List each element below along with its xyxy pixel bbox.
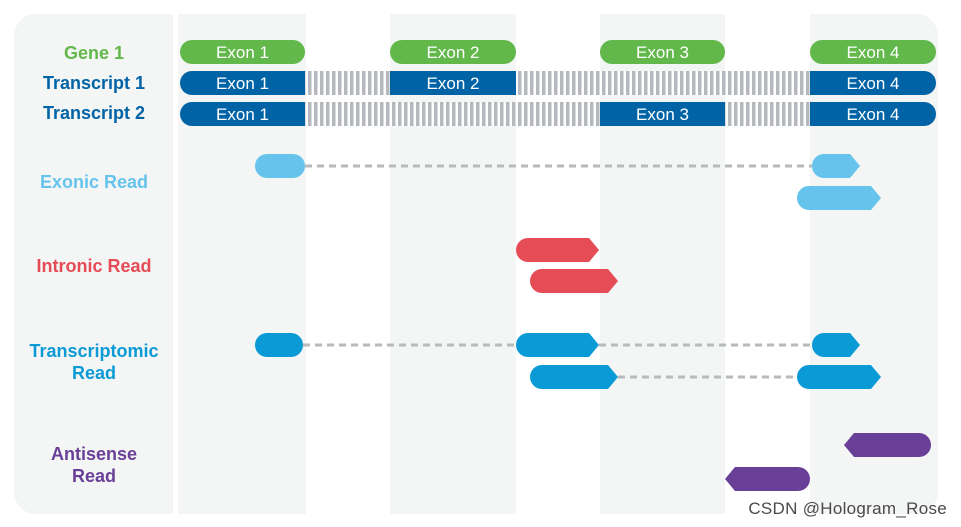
transcriptomic-read-1-part-1 bbox=[255, 333, 303, 357]
gene-exon-2 bbox=[390, 40, 516, 64]
intronic-read-1 bbox=[516, 238, 599, 262]
exonic-read-1-start bbox=[255, 154, 305, 178]
intronic-read-2 bbox=[530, 269, 618, 293]
transcript-1-exon-2 bbox=[390, 71, 516, 95]
transcript-2-exon-4 bbox=[810, 102, 936, 126]
transcript-2-exon-3 bbox=[600, 102, 725, 126]
label-transcript-1: Transcript 1 bbox=[42, 73, 146, 93]
transcript-1-exon-1 bbox=[180, 71, 305, 95]
diagram-panel: Exon 1 Exon 2 Exon 3 Exon 4 Exon 1 Exon 2 Exon… bbox=[14, 14, 938, 514]
antisense-read-2 bbox=[725, 467, 810, 491]
diagram-canvas: Exon 1 Exon 2 Exon 3 Exon 4 Exon 1 Exon 2 Exon… bbox=[173, 14, 936, 514]
intron-lane-2 bbox=[516, 14, 600, 514]
label-transcriptomic-read: Transcriptomic Read bbox=[29, 341, 159, 383]
transcriptomic-read-1-part-2 bbox=[516, 333, 599, 357]
transcript-1-exon-4 bbox=[810, 71, 936, 95]
transcript-2-exon-label-3: Exon 3 bbox=[636, 105, 689, 124]
transcript-2-bar bbox=[180, 102, 936, 126]
transcriptomic-read-2-part-2 bbox=[797, 365, 881, 389]
lane-separator bbox=[173, 14, 178, 514]
intron-lane-1 bbox=[306, 14, 390, 514]
transcript-1-exon-label-1: Exon 1 bbox=[216, 74, 269, 93]
transcript-1-exon-label-2: Exon 2 bbox=[427, 74, 480, 93]
label-exonic-read: Exonic Read bbox=[39, 172, 149, 192]
label-antisense-read: Antisense Read bbox=[50, 444, 138, 486]
gene-exon-4 bbox=[810, 40, 936, 64]
label-transcript-2: Transcript 2 bbox=[42, 103, 146, 123]
transcript-2-exon-label-4: Exon 4 bbox=[847, 105, 900, 124]
gene-exon-label-1: Exon 1 bbox=[216, 43, 269, 62]
label-intronic-read: Intronic Read bbox=[36, 256, 152, 276]
transcript-2-exon-1 bbox=[180, 102, 305, 126]
transcript-2-exon-label-1: Exon 1 bbox=[216, 105, 269, 124]
watermark: CSDN @Hologram_Rose bbox=[748, 499, 947, 518]
gene-exon-label-3: Exon 3 bbox=[636, 43, 689, 62]
gene-exon-3 bbox=[600, 40, 725, 64]
gene-exon-1 bbox=[180, 40, 305, 64]
transcriptomic-read-2-part-1 bbox=[530, 365, 618, 389]
transcript-1-exon-label-4: Exon 4 bbox=[847, 74, 900, 93]
intron-lane-3 bbox=[725, 14, 810, 514]
gene-exon-label-4: Exon 4 bbox=[847, 43, 900, 62]
gene-exon-label-2: Exon 2 bbox=[427, 43, 480, 62]
exonic-read-2 bbox=[797, 186, 881, 210]
antisense-read-1 bbox=[844, 433, 931, 457]
label-gene: Gene 1 bbox=[63, 43, 125, 63]
transcriptomic-read-1-part-3 bbox=[812, 333, 860, 357]
transcript-1-bar bbox=[180, 71, 936, 95]
exonic-read-1-end bbox=[812, 154, 860, 178]
